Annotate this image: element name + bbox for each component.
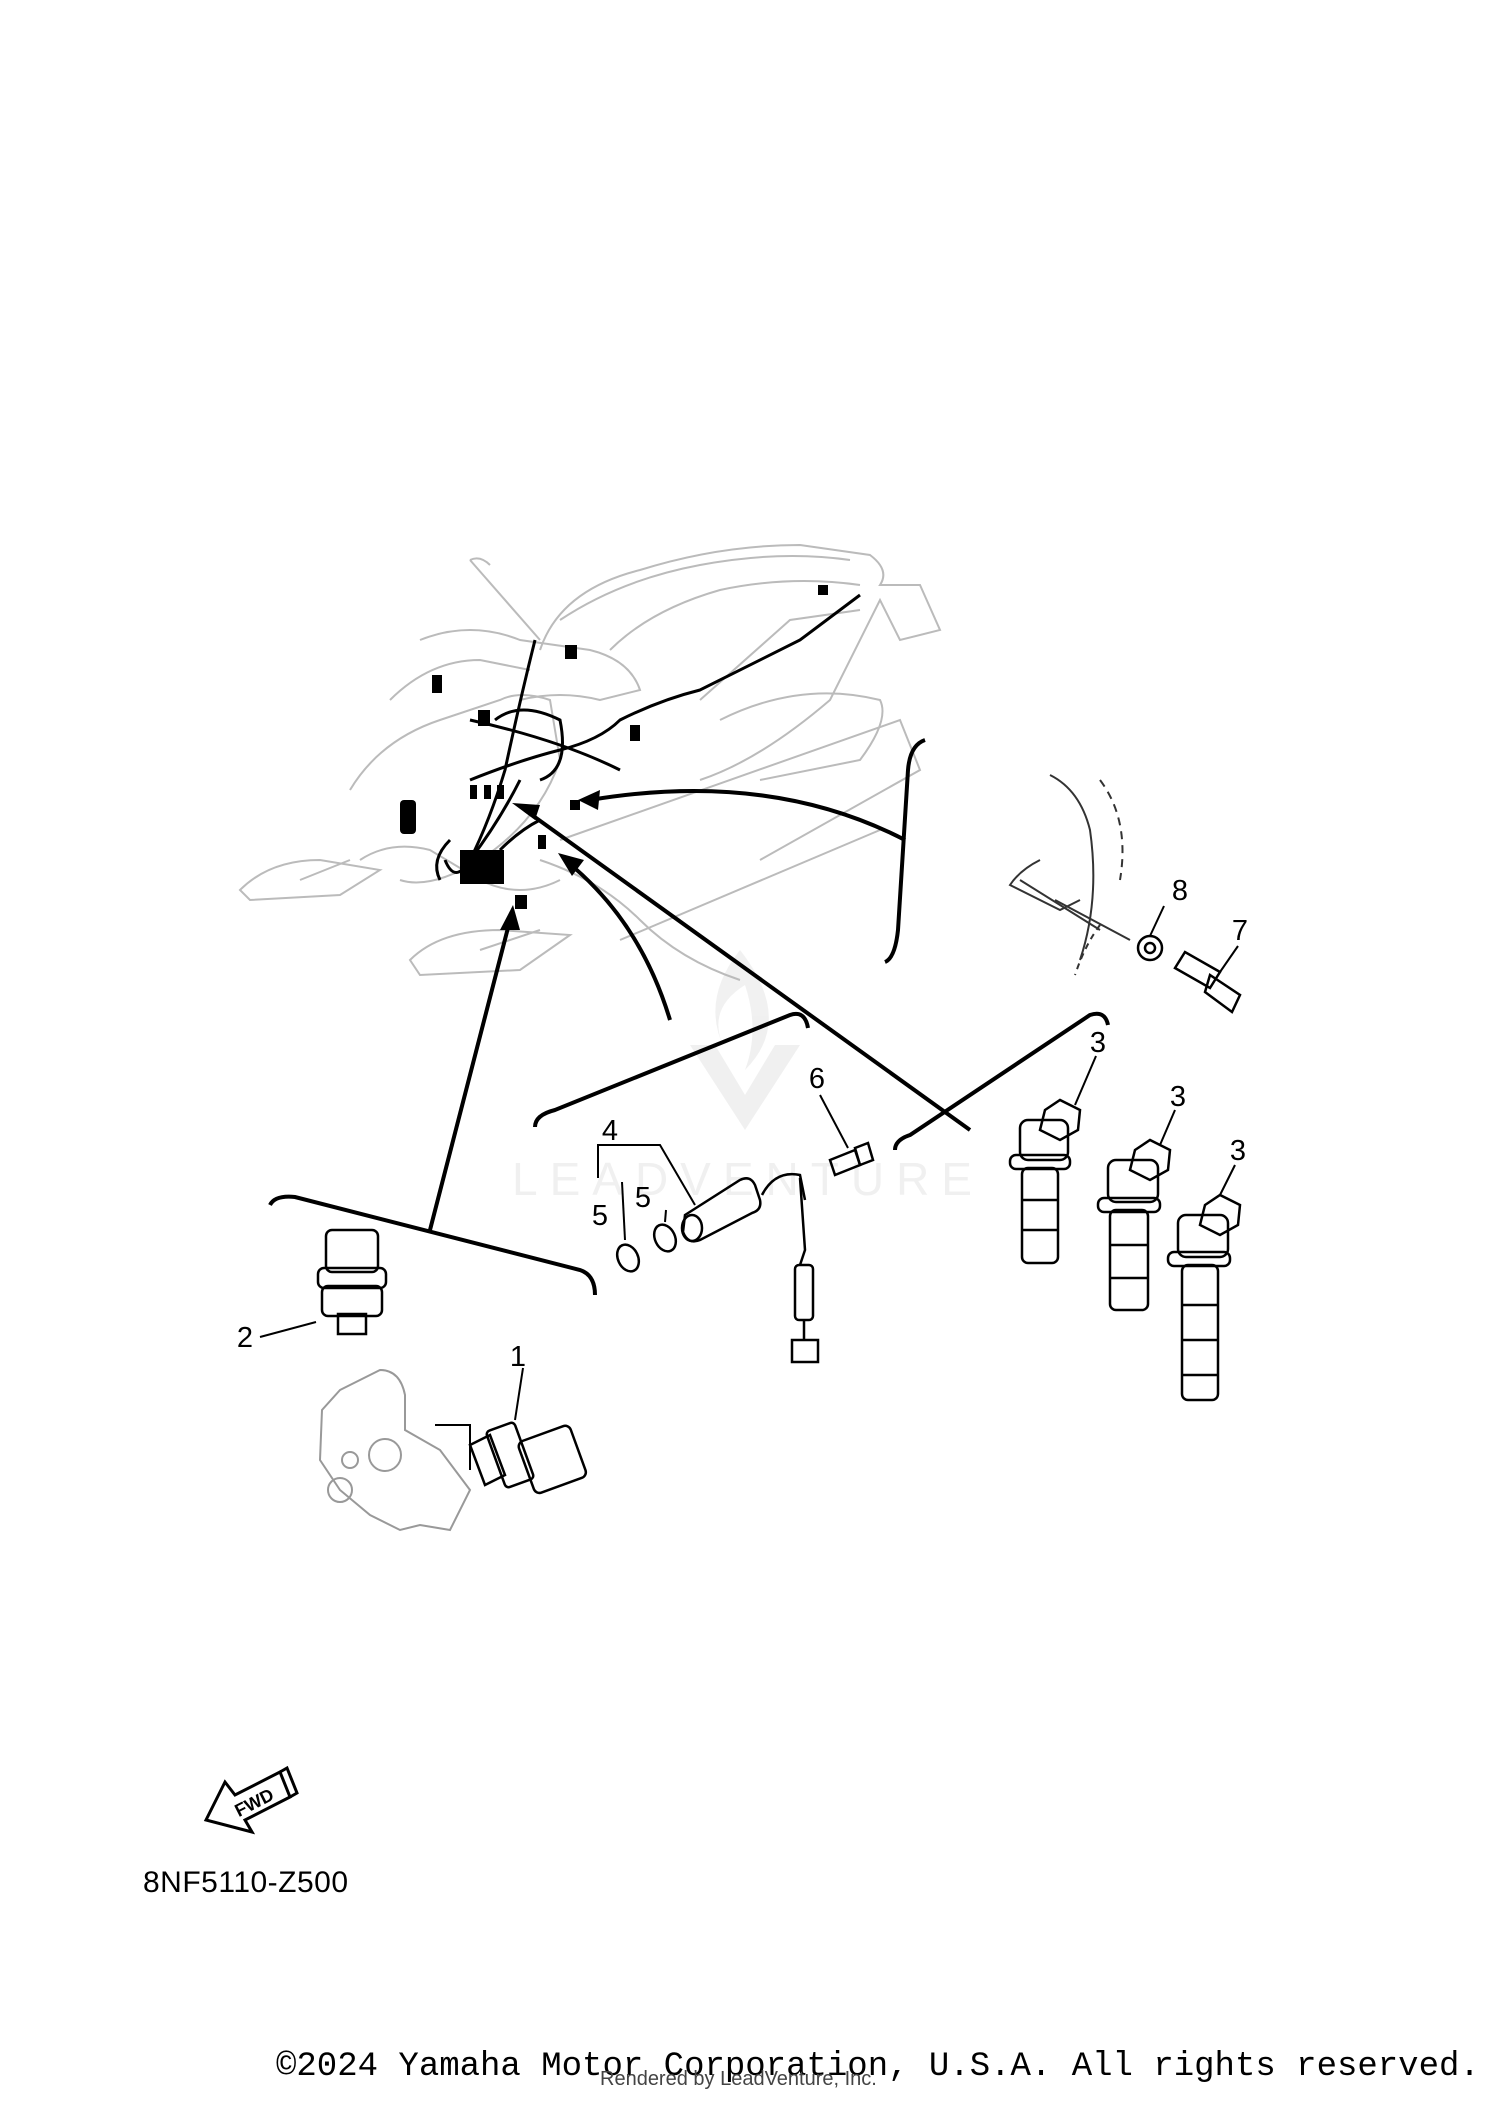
temp-sensor-part-3-b (1096, 1138, 1172, 1312)
mount-detail (1008, 774, 1131, 976)
callout-5-a: 5 (592, 1200, 608, 1232)
callout-4: 4 (602, 1115, 618, 1147)
rendered-by-notice: Rendered by LeadVenture, Inc. (600, 2068, 877, 2090)
leader-arrows (428, 789, 972, 1231)
group-brackets (268, 738, 1110, 1296)
pressure-sensor-part-1 (468, 1421, 588, 1495)
copyright-notice: ©2024 Yamaha Motor Corporation, U.S.A. A… (276, 2048, 1480, 2086)
o-ring-part-5-b (652, 1223, 678, 1253)
wiring-harness (435, 593, 861, 881)
drawing-code: 8NF5110-Z500 (143, 1866, 349, 1899)
harness-connectors (400, 585, 828, 909)
callout-3-a: 3 (1090, 1027, 1106, 1059)
bolt-part-6 (828, 1141, 875, 1177)
callout-8: 8 (1172, 875, 1188, 907)
callout-3-b: 3 (1170, 1081, 1186, 1113)
temp-sensor-part-3-a (1008, 1098, 1082, 1265)
arrowheads (500, 790, 600, 930)
callout-3-c: 3 (1230, 1135, 1246, 1167)
snowmobile-illustration (238, 543, 942, 981)
callout-5-b: 5 (635, 1182, 651, 1214)
temp-sensor-part-3-c (1166, 1193, 1242, 1402)
washer-part-8 (1136, 934, 1164, 962)
o-ring-part-5-a (615, 1243, 641, 1273)
housing-block (318, 1368, 472, 1532)
leader-lines (259, 905, 1239, 1470)
speed-sensor-part-4 (680, 1172, 820, 1364)
callout-2: 2 (237, 1322, 253, 1354)
callout-6: 6 (809, 1063, 825, 1095)
bolt-part-7 (1173, 950, 1242, 1014)
callout-7: 7 (1232, 915, 1248, 947)
callout-1: 1 (510, 1341, 526, 1373)
pressure-sensor-part-2 (316, 1228, 388, 1336)
leadventure-watermark: LEADVENTURE (512, 950, 972, 1205)
fwd-arrow: FWD (203, 1765, 299, 1835)
